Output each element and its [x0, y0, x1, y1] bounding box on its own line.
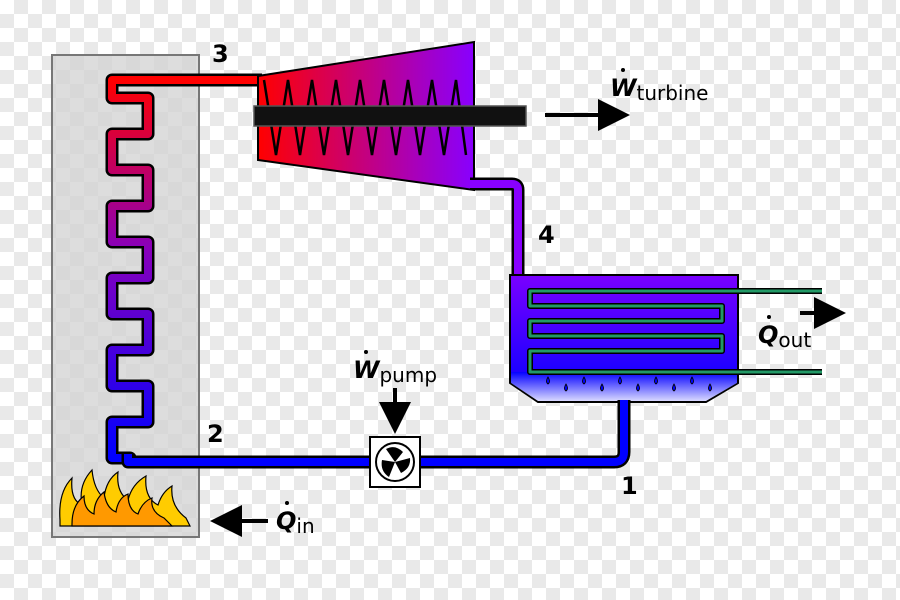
w-pump-label: Wpump	[353, 350, 437, 387]
state-3-label: 3	[212, 40, 229, 68]
svg-text:Qin: Qin	[276, 507, 315, 538]
svg-text:Qout: Qout	[758, 321, 811, 352]
svg-text:Wpump: Wpump	[353, 356, 437, 387]
state-1-label: 1	[621, 472, 638, 500]
state-2-label: 2	[207, 420, 224, 448]
flame-icon	[59, 468, 191, 527]
q-out-label: Qout	[758, 315, 811, 352]
pipe-turbine-to-condenser	[470, 177, 525, 276]
condensate-droplets	[546, 376, 712, 392]
turbine-shaft	[253, 105, 527, 127]
state-4-label: 4	[538, 221, 555, 249]
fan-icon	[381, 447, 411, 477]
pump	[369, 436, 421, 488]
w-turbine-label: Wturbine	[610, 68, 708, 105]
svg-text:Wturbine: Wturbine	[610, 74, 708, 105]
q-in-label: Qin	[276, 501, 315, 538]
